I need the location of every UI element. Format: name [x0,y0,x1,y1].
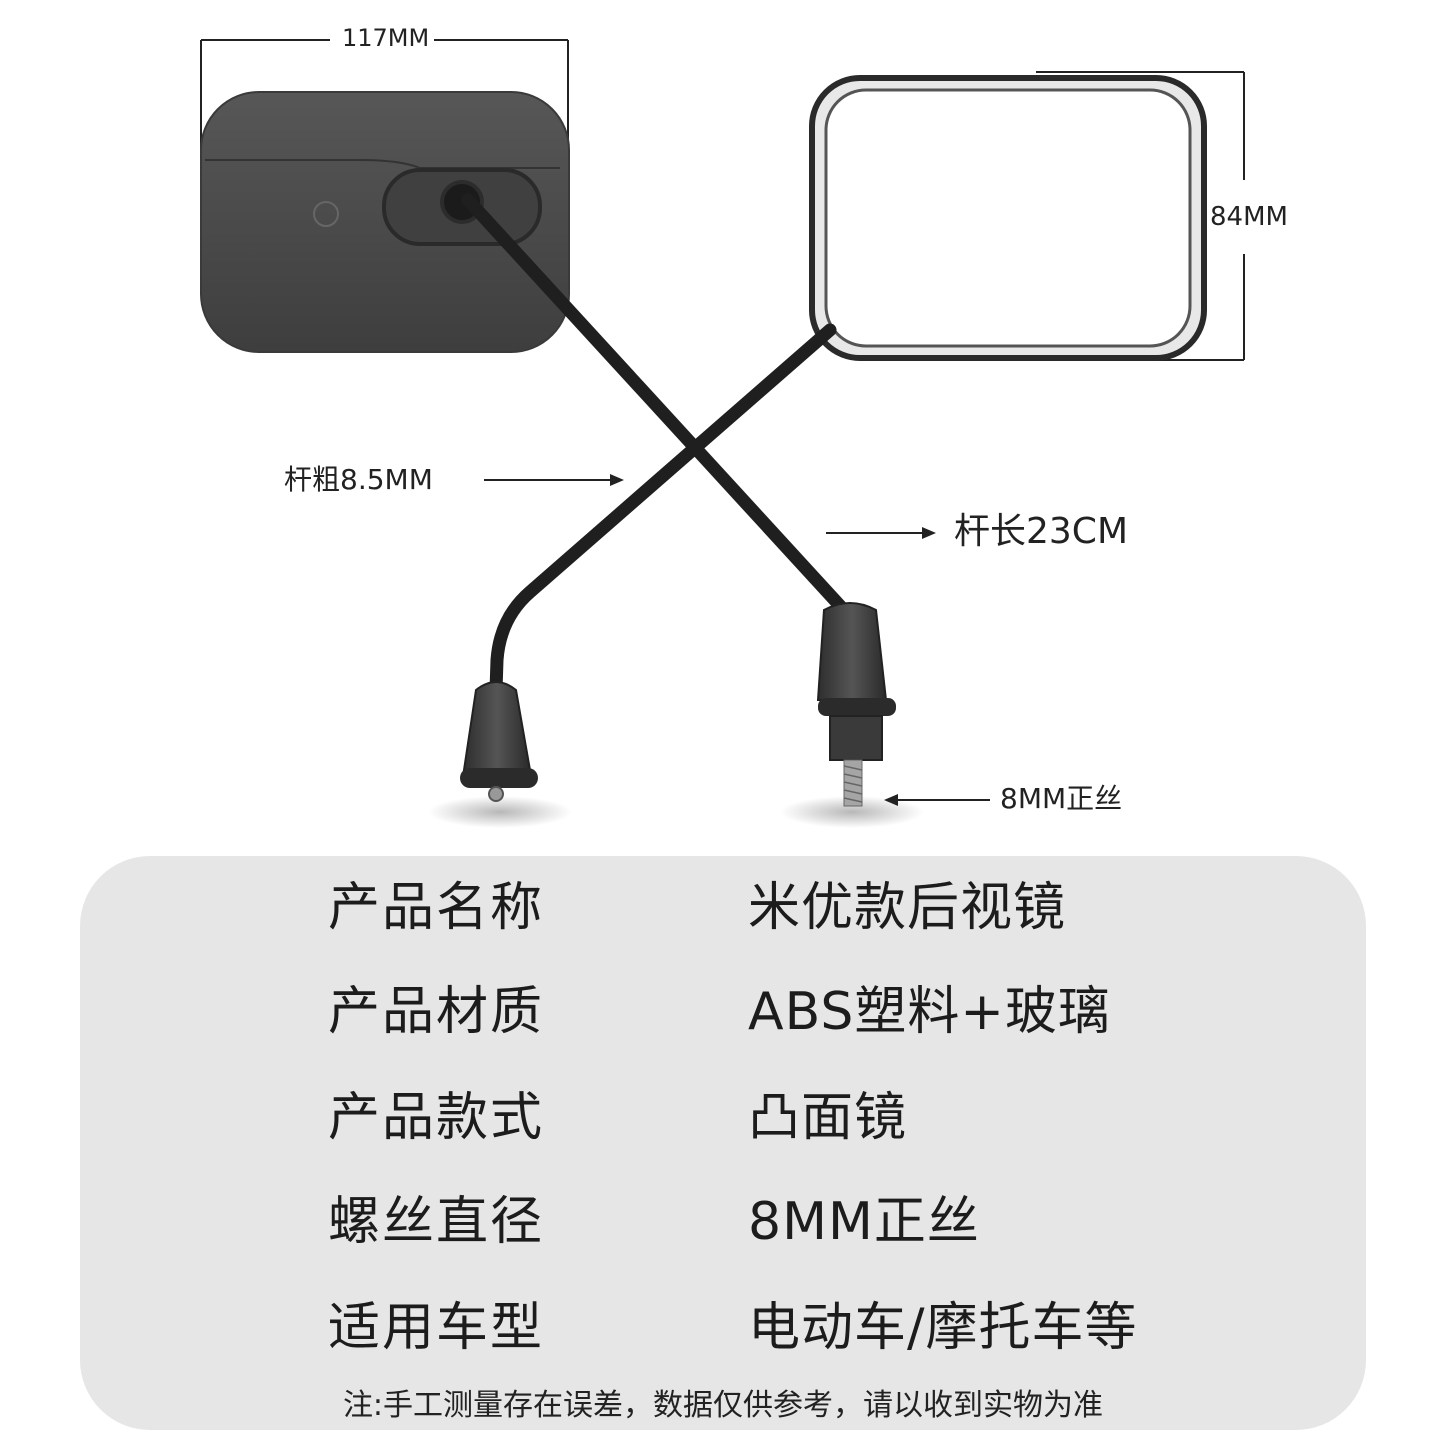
spec-label: 适用车型 [328,1298,545,1358]
logo-emblem-icon [313,201,339,227]
left-mount [460,681,538,802]
spec-value: 电动车/摩托车等 [748,1298,1138,1358]
thread-label: 8MM正丝 [1000,782,1123,815]
width-label: 117MM [342,24,430,52]
height-label: 84MM [1210,202,1288,232]
spec-row-material: 产品材质 ABS塑料+玻璃 [80,972,1366,1052]
spec-row-vehicle: 适用车型 电动车/摩托车等 [80,1288,1366,1368]
spec-label: 产品材质 [328,982,545,1042]
mirror-rods [461,193,849,697]
spec-value: ABS塑料+玻璃 [748,982,1111,1042]
product-illustration [200,39,1245,828]
rod-thickness-label: 杆粗8.5MM [284,463,433,496]
spec-value: 凸面镜 [748,1088,908,1148]
spec-row-name: 产品名称 米优款后视镜 [80,868,1366,948]
right-mount [816,602,896,807]
left-shadow [428,796,572,828]
spec-label: 螺丝直径 [328,1192,545,1252]
spec-label: 产品名称 [328,878,545,938]
spec-row-style: 产品款式 凸面镜 [80,1078,1366,1158]
spec-value: 米优款后视镜 [748,878,1067,938]
spec-row-thread: 螺丝直径 8MM正丝 [80,1182,1366,1262]
spec-value: 8MM正丝 [748,1192,980,1252]
left-mirror-back [200,91,570,353]
pointer-arrows [484,474,990,806]
right-mirror-front [809,75,1207,361]
spec-panel: 产品名称 米优款后视镜 产品材质 ABS塑料+玻璃 产品款式 凸面镜 螺丝直径 … [80,856,1366,1430]
disclaimer-text: 注:手工测量存在误差，数据仅供参考，请以收到实物为准 [342,1388,1104,1423]
right-shadow [780,796,924,828]
rod-length-label: 杆长23CM [954,511,1129,552]
spec-label: 产品款式 [328,1088,545,1148]
